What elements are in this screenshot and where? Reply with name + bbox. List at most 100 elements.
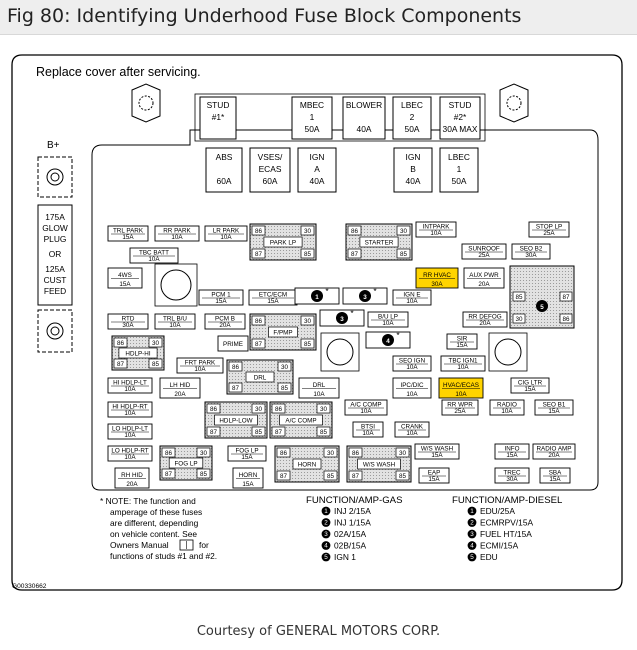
mount-hole-frame — [320, 332, 360, 372]
relay-pin-label: 86 — [275, 406, 283, 413]
callout-asterisk: * — [325, 286, 329, 296]
fuse-name: CRANK — [401, 423, 424, 430]
glow-plug-feed-box — [37, 204, 73, 306]
maxi-fuse-label: 40A — [406, 176, 421, 186]
fuse-amperage: 10A — [455, 391, 467, 398]
fuse-amperage: 30A — [431, 281, 443, 288]
fuse-name: SUNROOF — [468, 245, 500, 252]
svg-text:125A: 125A — [45, 264, 65, 274]
fuse-amperage: 15A — [548, 408, 560, 415]
callout-4: 4* — [365, 330, 411, 349]
relay-pin-label: 85 — [304, 341, 312, 348]
svg-text:175A: 175A — [45, 212, 65, 222]
maxi-fuse-label: 50A — [305, 124, 320, 134]
fuse-amperage: 15A — [215, 298, 227, 305]
callout-1: 1* — [294, 286, 340, 305]
maxi-fuse-label: 40A — [310, 176, 325, 186]
b-plus-stud-box — [37, 156, 73, 198]
fuse-name: TRL B/U — [163, 315, 187, 322]
fuse-amperage: 10A — [406, 430, 418, 437]
fuse-name: PCM B — [215, 315, 235, 322]
fuse-name: ETC/ECM — [259, 291, 287, 298]
relay-pin-label: 85 — [255, 429, 263, 436]
legend-gas-header: FUNCTION/AMP-GAS — [306, 495, 402, 506]
legend-number: 2 — [470, 520, 474, 527]
maxi-fuse-row-top: STUD#1*MBEC150ABLOWER40ALBEC250ASTUD#2*3… — [199, 96, 481, 140]
legend-number: 1 — [470, 508, 474, 515]
fuse-name: INTPARK — [423, 223, 451, 230]
svg-text:CUST: CUST — [44, 275, 67, 285]
fuse-amperage: 10A — [124, 410, 136, 417]
fuse-name: HI HDLP-LT — [113, 379, 147, 386]
mount-tab-top-left — [131, 83, 161, 123]
fuse-name: RR DEFOG — [468, 313, 501, 320]
legend-diesel-text: EDU — [480, 552, 498, 562]
fuse-amperage: 15A — [242, 481, 254, 488]
fuse-name: SEO B2 — [520, 245, 543, 252]
relay-pin-label: 86 — [351, 228, 359, 235]
relay-name: DRL — [254, 375, 267, 382]
relay-name: F/PMP — [273, 330, 292, 337]
fuse-name: IPC/DIC — [400, 382, 424, 389]
legend-number: 5 — [470, 554, 474, 561]
legend-gas-text: INJ 2/15A — [334, 506, 371, 516]
maxi-fuse-label: 1 — [310, 112, 315, 122]
callout-5: 5 — [536, 300, 548, 312]
maxi-fuse-label: #1* — [212, 112, 225, 122]
fuse-amperage: 10A — [360, 408, 372, 415]
relay-pin-label: 30 — [304, 228, 312, 235]
fuse-name: HVAC/ECAS — [443, 382, 479, 389]
relay-pin-label: 87 — [275, 429, 283, 436]
fuse-amperage: 30A — [506, 476, 518, 483]
fuse-amperage: 25A — [543, 230, 555, 237]
mount-hole — [494, 338, 522, 366]
relay-pin-label: 87 — [165, 471, 173, 478]
fuse-name: PCM 1 — [211, 291, 231, 298]
relay-pin-label: 30 — [515, 316, 523, 323]
fuse-name: RR HVAC — [423, 272, 451, 279]
maxi-fuse-top-4: STUD#2*30A MAX — [439, 96, 481, 140]
fuse-name: LO HDLP-LT — [112, 425, 148, 432]
relay-pin-label: 87 — [232, 385, 240, 392]
relay-pin-label: 85 — [200, 471, 208, 478]
relay-name: PARK LP — [270, 240, 296, 247]
fuse-name: LR PARK — [213, 227, 240, 234]
maxi-fuse-label: ABS — [216, 152, 233, 162]
maxi-fuse-label: 60A — [263, 176, 278, 186]
relay-pin-label: 86 — [210, 406, 218, 413]
relay-pin-label: 30 — [400, 228, 408, 235]
legend-diesel-header: FUNCTION/AMP-DIESEL — [452, 495, 563, 506]
owners-manual-icon — [179, 539, 194, 551]
fuse-amperage: 20A — [548, 452, 560, 459]
relay-pin-label: 86 — [352, 450, 360, 457]
relay-name: A/C COMP — [285, 418, 316, 425]
relay-name: HDLP-LOW — [219, 418, 252, 425]
legend-gas-text: IGN 1 — [334, 552, 356, 562]
fuse-name: IGN E — [403, 291, 420, 298]
fuse-amperage: 10A — [313, 391, 325, 398]
